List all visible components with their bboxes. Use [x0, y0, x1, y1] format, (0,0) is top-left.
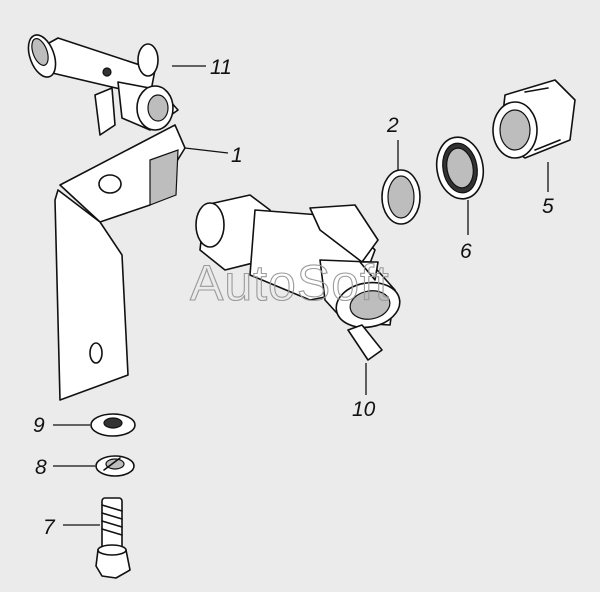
part-spring-washer: [95, 455, 135, 477]
callout-5: 5: [542, 195, 554, 218]
callout-8: 8: [35, 456, 47, 479]
callout-7: 7: [43, 516, 56, 539]
callout-2: 2: [386, 114, 399, 137]
part-flat-washer: [90, 413, 136, 437]
part-bolt: [95, 497, 131, 579]
callout-11: 11: [210, 56, 232, 79]
part-valve: [195, 194, 401, 361]
part-tee-fitting: [27, 34, 179, 136]
callout-10: 10: [352, 398, 376, 421]
callout-6: 6: [460, 240, 472, 263]
part-union-nipple: [492, 79, 576, 159]
leader-lines: [53, 65, 549, 526]
part-seal-ring: [435, 136, 485, 200]
callout-1: 1: [231, 144, 243, 167]
watermark-text: AutoSoft: [190, 255, 390, 311]
part-bracket: [54, 124, 186, 401]
callout-9: 9: [33, 414, 45, 437]
